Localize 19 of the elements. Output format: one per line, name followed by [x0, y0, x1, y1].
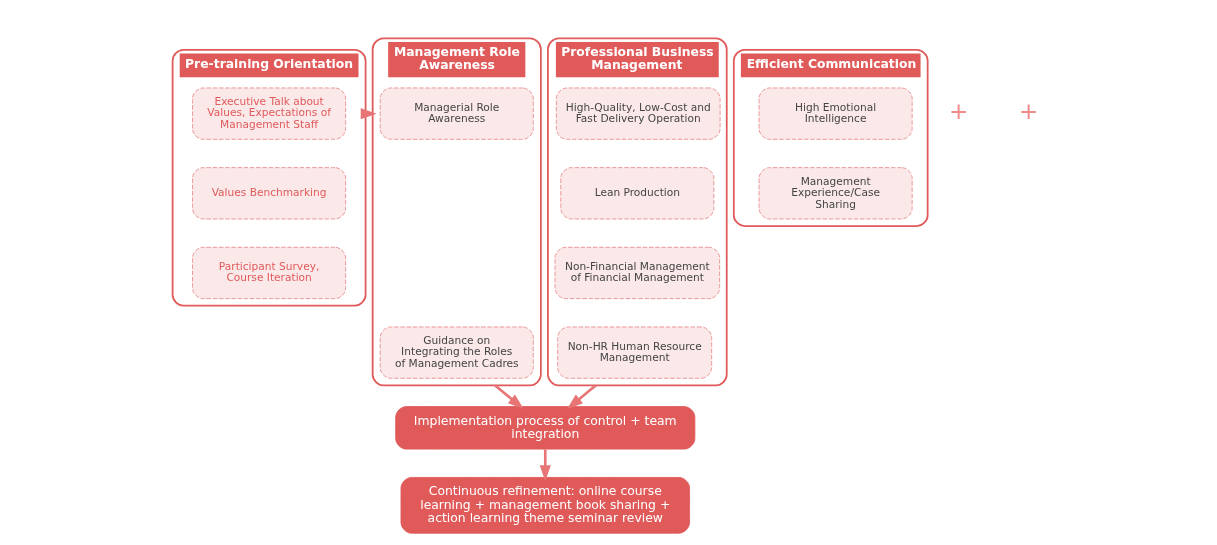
node-box: Continuous refinement: online course learning + management book sharing + action learning theme seminar review: [400, 477, 690, 534]
node-box: High-Quality, Low-Cost and Fast Delivery Operation: [555, 87, 721, 140]
arrow: [493, 384, 524, 410]
node-box: High Emotional Intelligence: [758, 87, 913, 140]
arrow: [360, 108, 377, 120]
arrow: [566, 384, 597, 410]
node-box: Non-Financial Management of Financial Management: [554, 246, 720, 300]
label: +: [948, 98, 968, 125]
node-box: Management Experience/Case Sharing: [758, 167, 913, 220]
node-box: Guidance on Integrating the Roles of Management Cadres: [379, 326, 534, 379]
node-box: Executive Talk about Values, Expectations of Management Staff: [191, 87, 346, 140]
node-box: Implementation process of control + team integration: [394, 406, 695, 450]
node-box: Participant Survey, Course Iteration: [191, 246, 346, 300]
node-box: Values Benchmarking: [191, 167, 346, 220]
node-box: Managerial Role Awareness: [379, 87, 534, 140]
arrow: [539, 449, 551, 482]
node-box: Non-HR Human Resource Management: [556, 326, 712, 379]
node-box: Lean Production: [559, 167, 714, 220]
label: +: [1018, 98, 1038, 125]
